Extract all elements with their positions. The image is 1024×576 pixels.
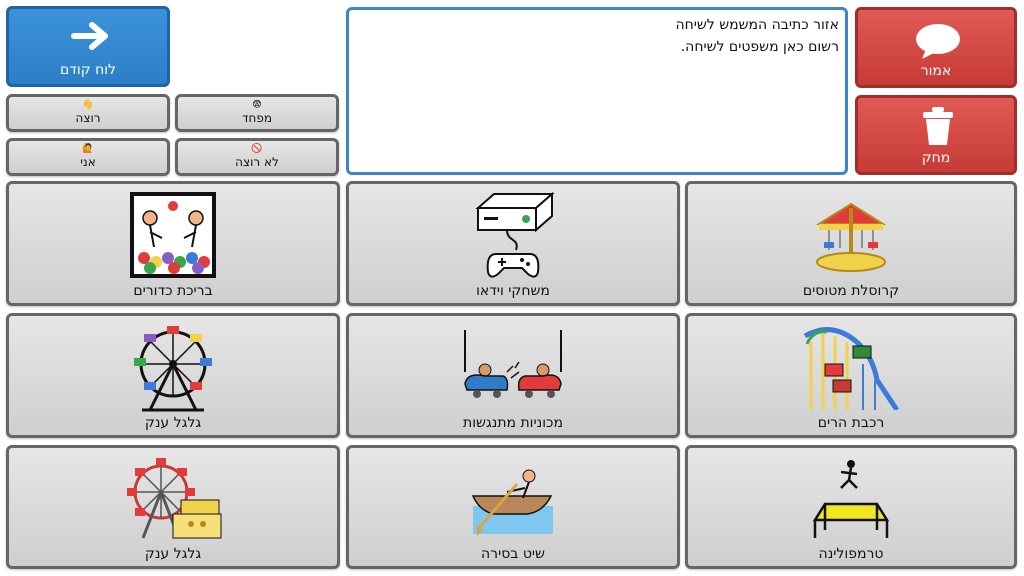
quick-word-me[interactable]: 🙋 אני [6,138,170,176]
ferris-wheel-icon [134,326,212,412]
trash-icon [923,107,953,145]
cell-label: גלגל ענק [144,546,202,562]
afraid-icon: 😨 [252,100,262,110]
say-button[interactable]: אמור [855,7,1017,88]
cell-bumper-cars[interactable]: מכוניות מתנגשות [346,313,680,438]
carousel-icon [815,202,887,272]
clear-button-label: מחק [921,150,951,166]
cell-label: קרוסלת מטוסים [802,283,900,299]
quick-word-label: לא רוצה [235,155,279,169]
cell-label: בריכת כדורים [133,283,213,299]
text-line-2: רשום כאן משפטים לשיחה. [680,39,839,55]
message-text-area[interactable]: אזור כתיבה המשמש לשיחה רשום כאן משפטים ל… [346,7,848,175]
back-button[interactable]: לוח קודם [6,6,170,87]
cell-trampoline[interactable]: טרמפולינה [685,445,1017,569]
me-icon: 🙋 [82,144,94,154]
ball-pit-icon [130,192,216,278]
cell-video-games[interactable]: משחקי וידאו [346,181,680,306]
cell-ball-pit[interactable]: בריכת כדורים [6,181,340,306]
rowing-boat-icon [471,469,553,536]
clear-button[interactable]: מחק [855,95,1017,175]
cell-label: גלגל ענק [144,415,202,431]
cell-label: טרמפולינה [818,546,884,562]
roller-coaster-icon [803,327,899,410]
quick-word-dont-want[interactable]: 🚫 לא רוצה [175,138,339,176]
text-line-1: אזור כתיבה המשמש לשיחה [675,17,839,33]
back-button-label: לוח קודם [59,62,117,78]
dont-want-icon: 🚫 [251,144,263,154]
trampoline-icon [812,460,890,538]
cell-label: מכוניות מתנגשות [463,415,563,431]
want-icon: 👋 [82,100,94,110]
cell-ferris-wheel-2[interactable]: גלגל ענק [6,445,340,569]
ferris-wheel-2-icon [127,458,222,539]
speech-bubble-icon [916,24,960,59]
arrow-right-icon [71,22,108,50]
cell-boat-ride[interactable]: שיט בסירה [346,445,680,569]
quick-word-label: רוצה [75,111,101,125]
cell-label: משחקי וידאו [476,283,550,299]
cell-carousel[interactable]: קרוסלת מטוסים [685,181,1017,306]
cell-ferris-wheel[interactable]: גלגל ענק [6,313,340,438]
cell-roller-coaster[interactable]: רכבת הרים [685,313,1017,438]
quick-word-label: אני [80,155,96,169]
bumper-cars-icon [464,330,562,398]
say-button-label: אמור [920,63,952,79]
quick-word-want[interactable]: 👋 רוצה [6,94,170,132]
cell-label: שיט בסירה [481,546,545,562]
quick-word-afraid[interactable]: 😨 מפחד [175,94,339,132]
video-game-console-icon [475,192,555,278]
cell-label: רכבת הרים [817,415,885,431]
quick-word-label: מפחד [241,111,273,125]
